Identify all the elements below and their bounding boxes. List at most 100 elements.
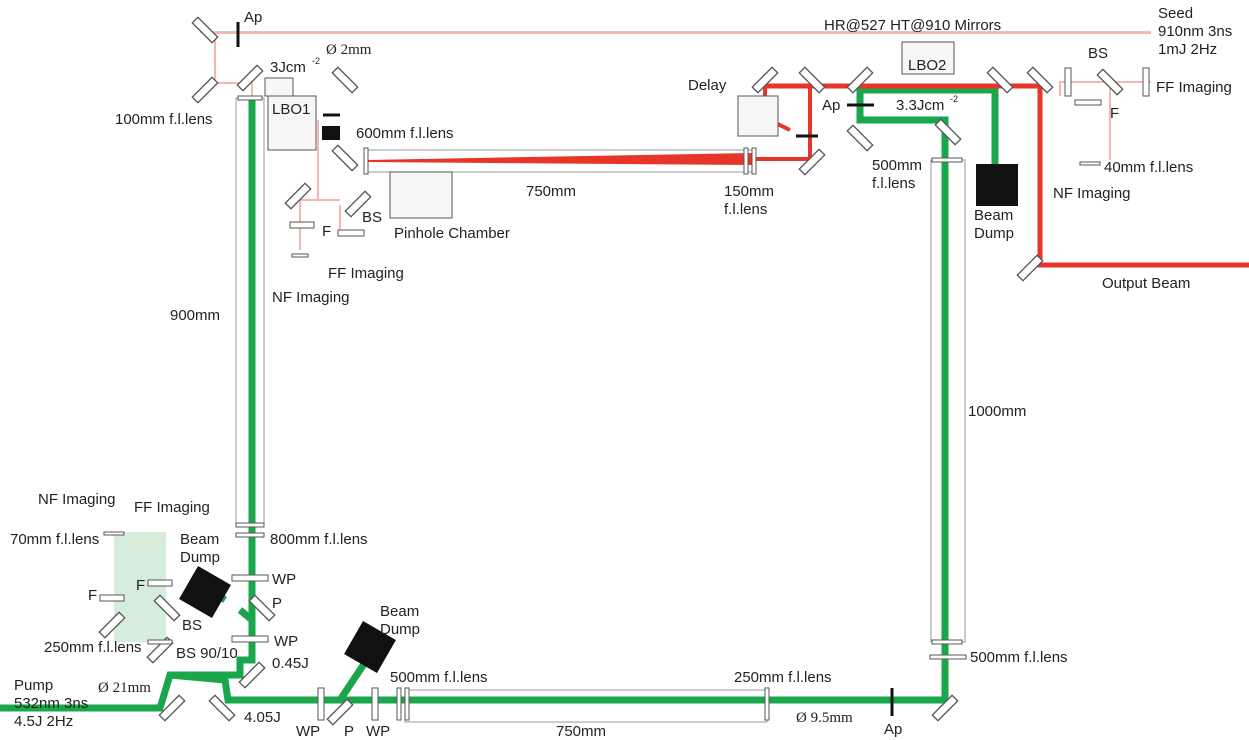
label-nf-imaging: NF Imaging	[1053, 185, 1131, 202]
label-beam-dump: Dump	[380, 621, 420, 638]
mirror-icon	[986, 66, 1014, 94]
label-output-beam: Output Beam	[1102, 275, 1190, 292]
mirror-icon	[846, 124, 874, 152]
label-fluence: 3Jcm	[270, 59, 306, 76]
mirror-icon	[331, 144, 359, 172]
label-ff-imaging: FF Imaging	[1156, 79, 1232, 96]
label-bs: BS	[182, 617, 202, 634]
label-lens: 600mm f.l.lens	[356, 125, 454, 142]
imaging-branch	[114, 532, 166, 642]
label-beam-dump: Beam	[974, 207, 1013, 224]
label-bs: BS	[362, 209, 382, 226]
beam-path-outlines	[200, 31, 1151, 723]
mirror-icon	[284, 182, 312, 210]
label-pump: 532nm 3ns	[14, 695, 88, 712]
label-nf-imaging: NF Imaging	[38, 491, 116, 508]
label-bs: BS 90/10	[176, 645, 238, 662]
mirror-icon	[934, 118, 962, 146]
mirror-icon	[846, 66, 874, 94]
lens-icon	[764, 687, 770, 721]
label-delay: Delay	[688, 77, 727, 94]
label-wp: WP	[272, 571, 296, 588]
lens-icon	[1079, 161, 1101, 166]
label-nf-imaging: NF Imaging	[272, 289, 350, 306]
label-beam-dump: Dump	[180, 549, 220, 566]
lenses	[99, 67, 1150, 721]
lens-icon	[1074, 99, 1102, 106]
label-ap-top: Ap	[244, 9, 262, 26]
beam-dumps	[179, 126, 1018, 673]
lens-icon	[147, 639, 173, 645]
lens-icon	[99, 594, 125, 602]
label-lens: f.l.lens	[872, 175, 915, 192]
label-lens: 250mm f.l.lens	[734, 669, 832, 686]
mirror-icon	[248, 594, 276, 622]
label-beam-dump: Dump	[974, 225, 1014, 242]
label-diameter: Ø 2mm	[326, 42, 372, 58]
lens-icon	[291, 253, 309, 258]
label-lens: 500mm f.l.lens	[390, 669, 488, 686]
label-distance: 750mm	[526, 183, 576, 200]
components	[264, 41, 955, 219]
mirror-icon	[326, 698, 354, 726]
label-lens: 40mm f.l.lens	[1104, 159, 1193, 176]
lens-icon	[237, 95, 263, 101]
beam-dump-icon	[976, 164, 1018, 206]
pinhole-chamber	[389, 171, 453, 219]
label-wp: WP	[296, 723, 320, 740]
label-seed: 910nm 3ns	[1158, 23, 1232, 40]
label-distance: 900mm	[170, 307, 220, 324]
lens-icon	[103, 531, 125, 536]
label-lens: 70mm f.l.lens	[10, 531, 99, 548]
mirror-icon	[191, 16, 219, 44]
label-energy: 4.05J	[244, 709, 281, 726]
mirror-icon	[751, 66, 779, 94]
label-p: P	[344, 723, 354, 740]
label-ap: Ap	[822, 97, 840, 114]
label-diameter: Ø 21mm	[98, 680, 151, 696]
mirror-icon	[98, 611, 126, 639]
mirror-icon	[208, 694, 236, 722]
label-lbo2: LBO2	[908, 57, 946, 74]
mirror-icon	[238, 661, 266, 689]
label-lens: 100mm f.l.lens	[115, 111, 213, 128]
label-lens: 250mm f.l.lens	[44, 639, 142, 656]
beam-dump-icon	[344, 621, 396, 673]
label-fluence-sup: -2	[950, 94, 958, 104]
label-p: P	[272, 595, 282, 612]
label-wp: WP	[274, 633, 298, 650]
label-f: F	[88, 587, 97, 604]
lens-icon	[931, 157, 963, 163]
lens-icon	[1142, 67, 1150, 97]
labels: Ap Seed 910nm 3ns 1mJ 2Hz HR@527 HT@910 …	[10, 5, 1232, 740]
mirror-icon	[798, 148, 826, 176]
apertures	[236, 22, 894, 716]
mirror-icon	[344, 190, 372, 218]
label-pump: 4.5J 2Hz	[14, 713, 73, 730]
label-lens: 150mm	[724, 183, 774, 200]
label-ff-imaging: FF Imaging	[328, 265, 404, 282]
label-pump: Pump	[14, 677, 53, 694]
lens-icon	[317, 687, 325, 721]
mirror-icon	[1096, 68, 1124, 96]
lens-icon	[337, 229, 365, 237]
lens-icon	[289, 221, 315, 229]
mirror-icon	[236, 64, 264, 92]
label-diameter: Ø 9.5mm	[796, 710, 853, 726]
label-f: F	[136, 577, 145, 594]
label-distance: 1000mm	[968, 403, 1026, 420]
label-pinhole-chamber: Pinhole Chamber	[394, 225, 510, 242]
lens-icon	[404, 687, 410, 721]
label-energy: 0.45J	[272, 655, 309, 672]
lens-icon	[931, 639, 963, 645]
mirror-icon	[1016, 254, 1044, 282]
label-bs: BS	[1088, 45, 1108, 62]
label-ff-imaging: FF Imaging	[134, 499, 210, 516]
lens-icon	[231, 574, 269, 582]
label-fluence: 3.3Jcm	[896, 97, 944, 114]
label-seed: 1mJ 2Hz	[1158, 41, 1217, 58]
label-lens: f.l.lens	[724, 201, 767, 218]
lens-icon	[1064, 67, 1072, 97]
beam-dump-icon	[179, 566, 231, 618]
lens-icon	[743, 147, 749, 175]
